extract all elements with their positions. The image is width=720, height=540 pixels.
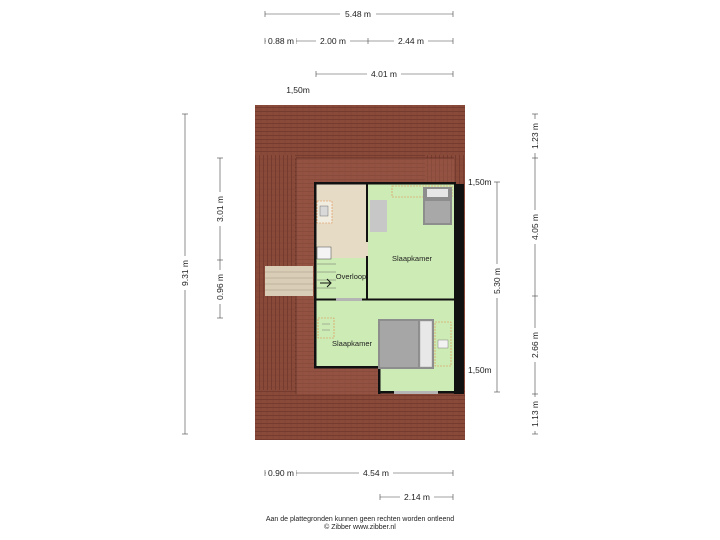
windows xyxy=(336,298,438,394)
footer-copyright: © Zibber www.zibber.nl xyxy=(324,524,396,531)
landing-furniture xyxy=(316,200,336,289)
dim-right-top: 1.23 m xyxy=(530,123,540,149)
stair-arrow-icon xyxy=(320,278,332,288)
dim-top-inner: 4.01 m xyxy=(371,69,397,79)
bedroom-bottom-furniture xyxy=(317,317,452,369)
dim-right-upper: 4.05 m xyxy=(530,214,540,240)
dim-top-total: 5.48 m xyxy=(345,9,371,19)
dim-inner-height: 5.30 m xyxy=(492,268,502,294)
dim-bottom-left: 0.90 m xyxy=(268,468,294,478)
dim-top-left: 0.88 m xyxy=(268,36,294,46)
dim-right-bottom: 1.13 m xyxy=(530,401,540,427)
room-label-bedroom-bottom: Slaapkamer xyxy=(332,339,373,348)
dim-roof-height-right-bottom: 1,50m xyxy=(468,365,492,375)
dim-left-lower: 0.96 m xyxy=(215,274,225,300)
dim-bottom-total: 4.54 m xyxy=(363,468,389,478)
room-label-bedroom-top: Slaapkamer xyxy=(392,254,433,263)
dim-roof-height-right-top: 1,50m xyxy=(468,177,492,187)
dim-left-total: 9.31 m xyxy=(180,260,190,286)
dim-bottom-inner: 2.14 m xyxy=(404,492,430,502)
bedroom-top-furniture xyxy=(370,185,453,232)
dim-top-mid: 2.00 m xyxy=(320,36,346,46)
dim-left-upper: 3.01 m xyxy=(215,196,225,222)
room-label-overloop: Overloop xyxy=(336,272,366,281)
dim-right-lower: 2.66 m xyxy=(530,332,540,358)
dimension-labels: 5.48 m 0.88 m 2.00 m 2.44 m 4.01 m 1,50m… xyxy=(179,9,541,502)
footer-disclaimer: Aan de plattegronden kunnen geen rechten… xyxy=(265,516,455,523)
dim-roof-height-left: 1,50m xyxy=(286,85,310,95)
dim-top-right: 2.44 m xyxy=(398,36,424,46)
room-labels: Overloop Slaapkamer Slaapkamer xyxy=(332,254,433,348)
